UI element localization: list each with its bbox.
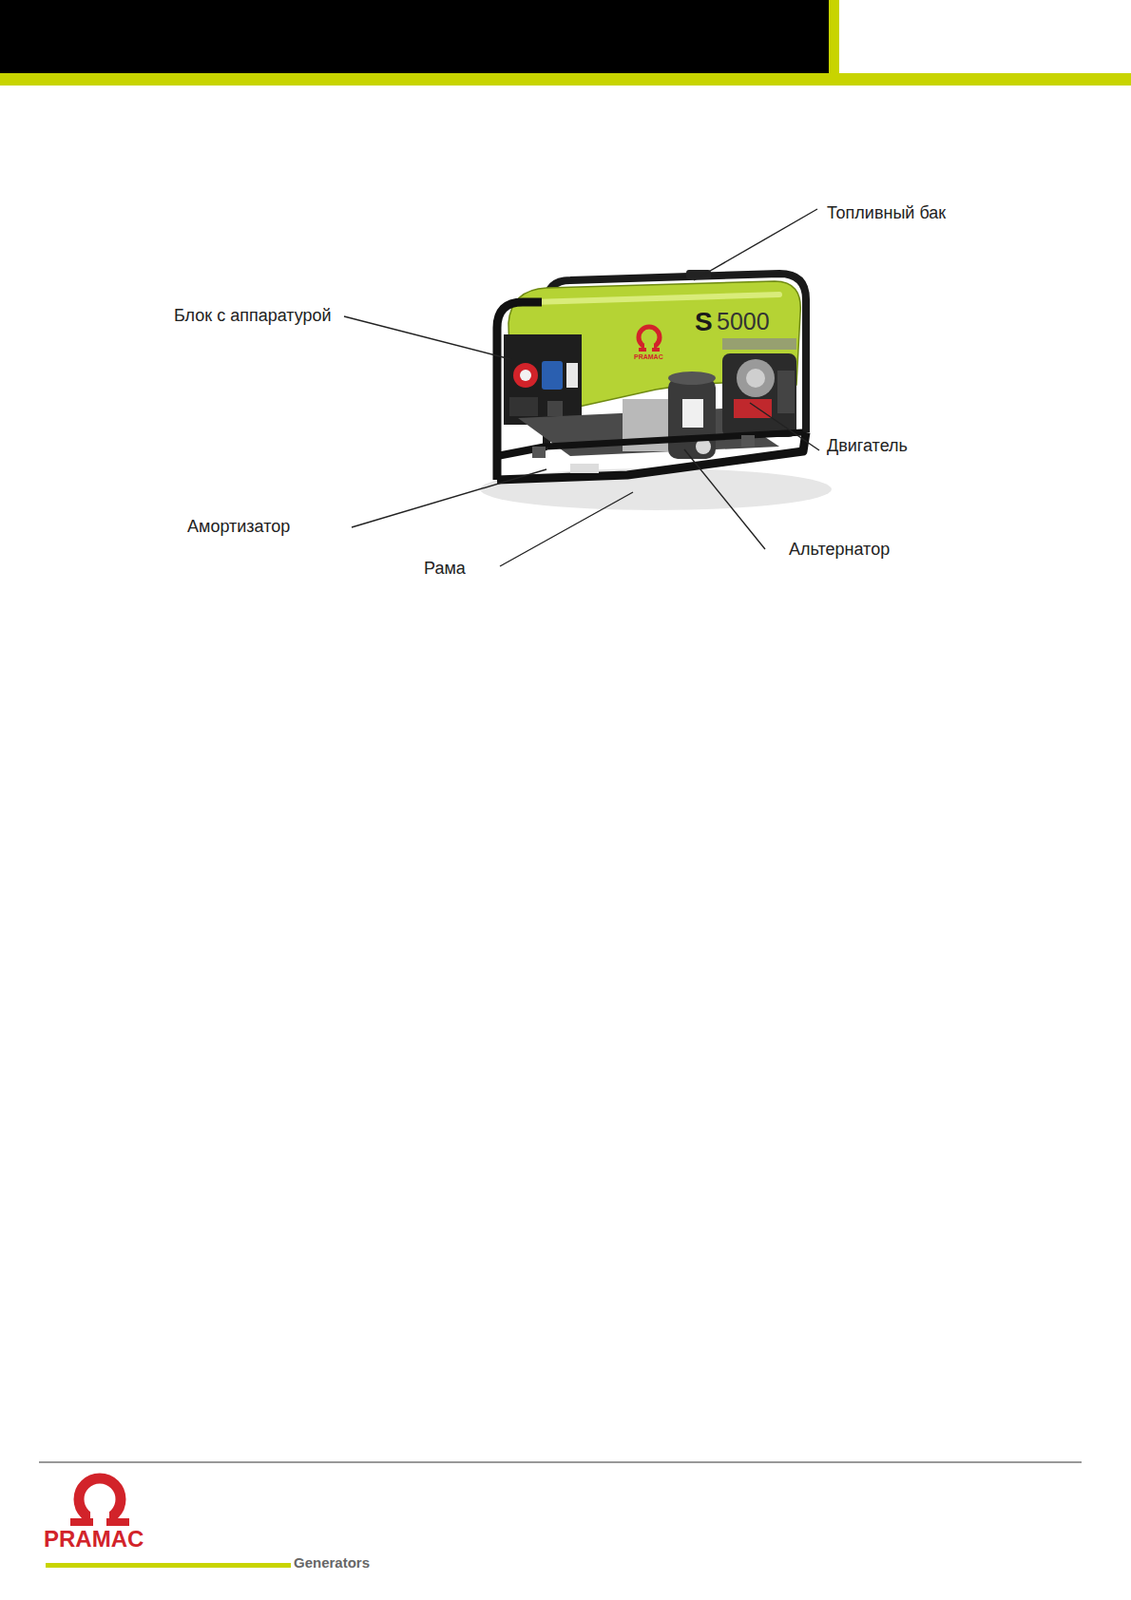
footer-logo (70, 1478, 130, 1529)
part-label: Топливный бак (826, 203, 946, 225)
part-label: Рама (423, 558, 466, 580)
logo-text: PRAMAC (43, 1526, 144, 1554)
brand-text: PRAMAC (633, 353, 664, 362)
footer-rule (38, 1462, 1082, 1464)
footer-accent (45, 1563, 291, 1569)
model-letter: S (694, 306, 713, 339)
part-label: Двигатель (826, 436, 908, 458)
leader-lines (344, 209, 820, 567)
header-bar (0, 0, 829, 74)
model-number: 5000 (716, 306, 770, 336)
part-label: Амортизатор (187, 517, 290, 538)
header-rule (0, 73, 1131, 86)
header-accent (828, 0, 840, 86)
generator-drawing (479, 269, 832, 511)
logo-subtitle: Generators (293, 1554, 370, 1572)
part-label: Альтернатор (788, 539, 890, 561)
part-label: Блок с аппаратурой (173, 306, 332, 327)
